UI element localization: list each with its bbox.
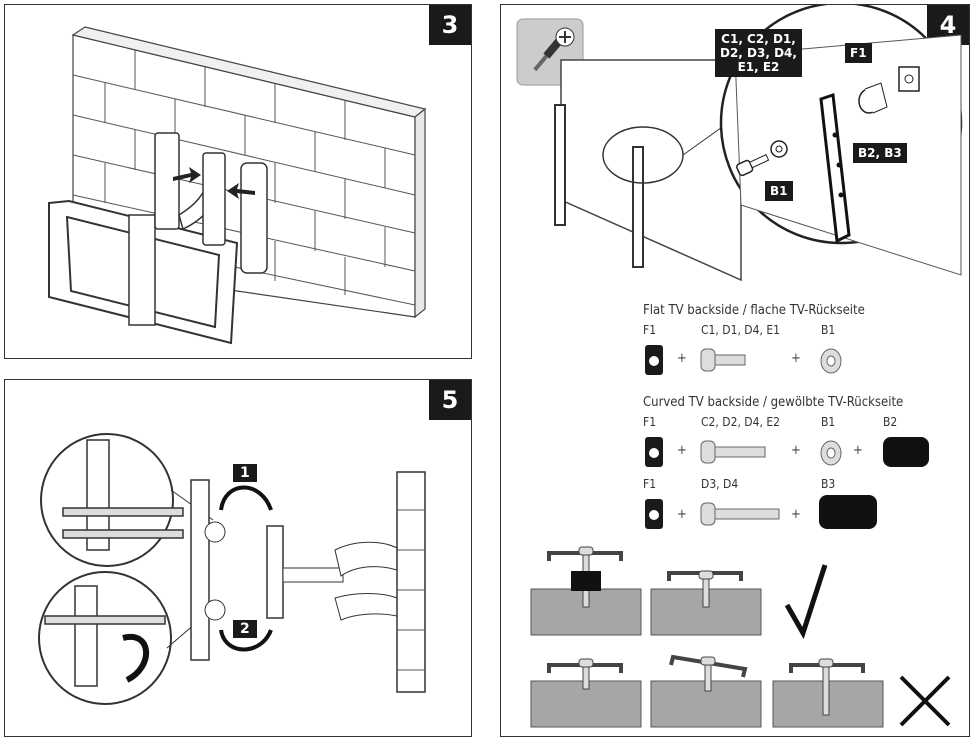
tv-hanging-illustration	[38, 433, 426, 705]
step-5-panel: 5 1 2	[4, 379, 472, 737]
b1-callout: B1	[765, 181, 793, 201]
curved-row2-f1-label: F1	[643, 477, 657, 491]
step-3-panel: 3	[4, 4, 472, 359]
step-number-badge: 3	[429, 5, 471, 45]
flat-section-title: Flat TV backside / flache TV-Rückseite	[643, 303, 865, 318]
curved-b2-label: B2	[883, 415, 898, 429]
curved-f1-label: F1	[643, 415, 657, 429]
curved-b1-label: B1	[821, 415, 836, 429]
wall-mount-illustration	[48, 26, 427, 345]
flat-screws-label: C1, D1, D4, E1	[701, 323, 781, 337]
curved-section-title: Curved TV backside / gewölbte TV-Rücksei…	[643, 395, 904, 410]
screws-callout: C1, C2, D1, D2, D3, D4, E1, E2	[715, 29, 802, 77]
b2-b3-callout: B2, B3	[853, 143, 907, 163]
step-number-badge: 5	[429, 380, 471, 420]
tv-backside-illustration	[516, 5, 963, 728]
step-2-marker: 2	[233, 620, 257, 638]
step-4-panel: 4	[500, 4, 970, 737]
curved-row2-b3-label: B3	[821, 477, 836, 491]
step-1-marker: 1	[233, 464, 257, 482]
curved-row2-screws-label: D3, D4	[701, 477, 739, 491]
flat-b1-label: B1	[821, 323, 836, 337]
f1-callout: F1	[845, 43, 872, 63]
flat-f1-label: F1	[643, 323, 657, 337]
curved-screws-label: C2, D2, D4, E2	[701, 415, 781, 429]
